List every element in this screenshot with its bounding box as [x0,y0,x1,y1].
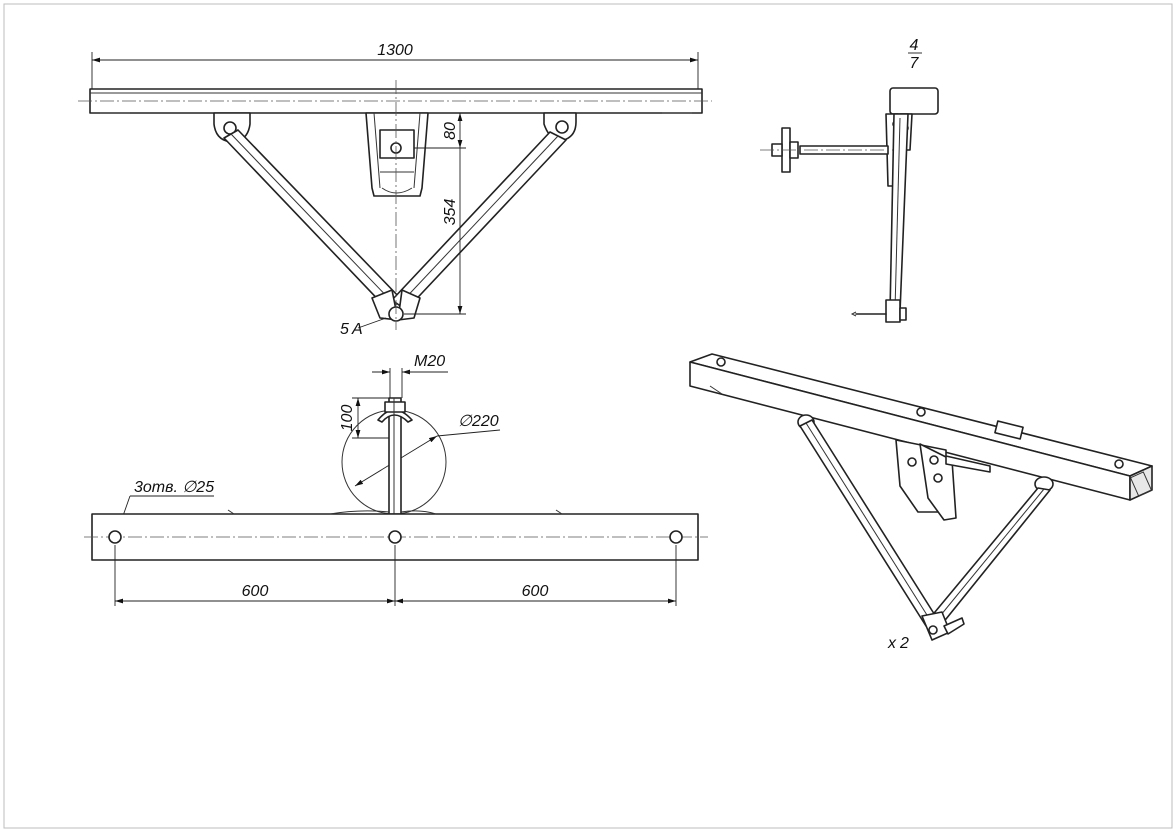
side-view: 4 7 [760,37,939,323]
hole-right [669,530,683,544]
view-a-label: A [351,321,363,338]
dim-bracket-height: 80 [442,122,459,140]
dim-overall-length: 1300 [377,42,413,59]
plan-view: M20 100 ∅220 3отв. ∅25 [84,353,708,606]
dim-pipe-diameter: ∅220 [458,413,499,430]
iso-mark-label: 2 [899,635,909,652]
dim-brace-height: 354 [442,199,459,226]
front-view: 1300 80 [78,42,712,338]
hole-left [108,530,122,544]
iso-arrow-mark: x [887,635,897,652]
section-label-top: 4 [910,37,919,54]
holes-label: 3отв. ∅25 [134,479,214,496]
dim-bolt-length: 100 [339,405,356,432]
sheet-frame [3,3,1173,829]
section-label-bottom: 7 [910,55,920,72]
dim-bolt-thread: M20 [414,353,445,370]
hole-center [388,530,402,544]
dim-spacing-right: 600 [522,583,549,600]
isometric-view: 2 x [689,353,1153,652]
dim-spacing-left: 600 [242,583,269,600]
beam-section [889,87,939,115]
section-arrow-mark: 5 [340,321,349,338]
